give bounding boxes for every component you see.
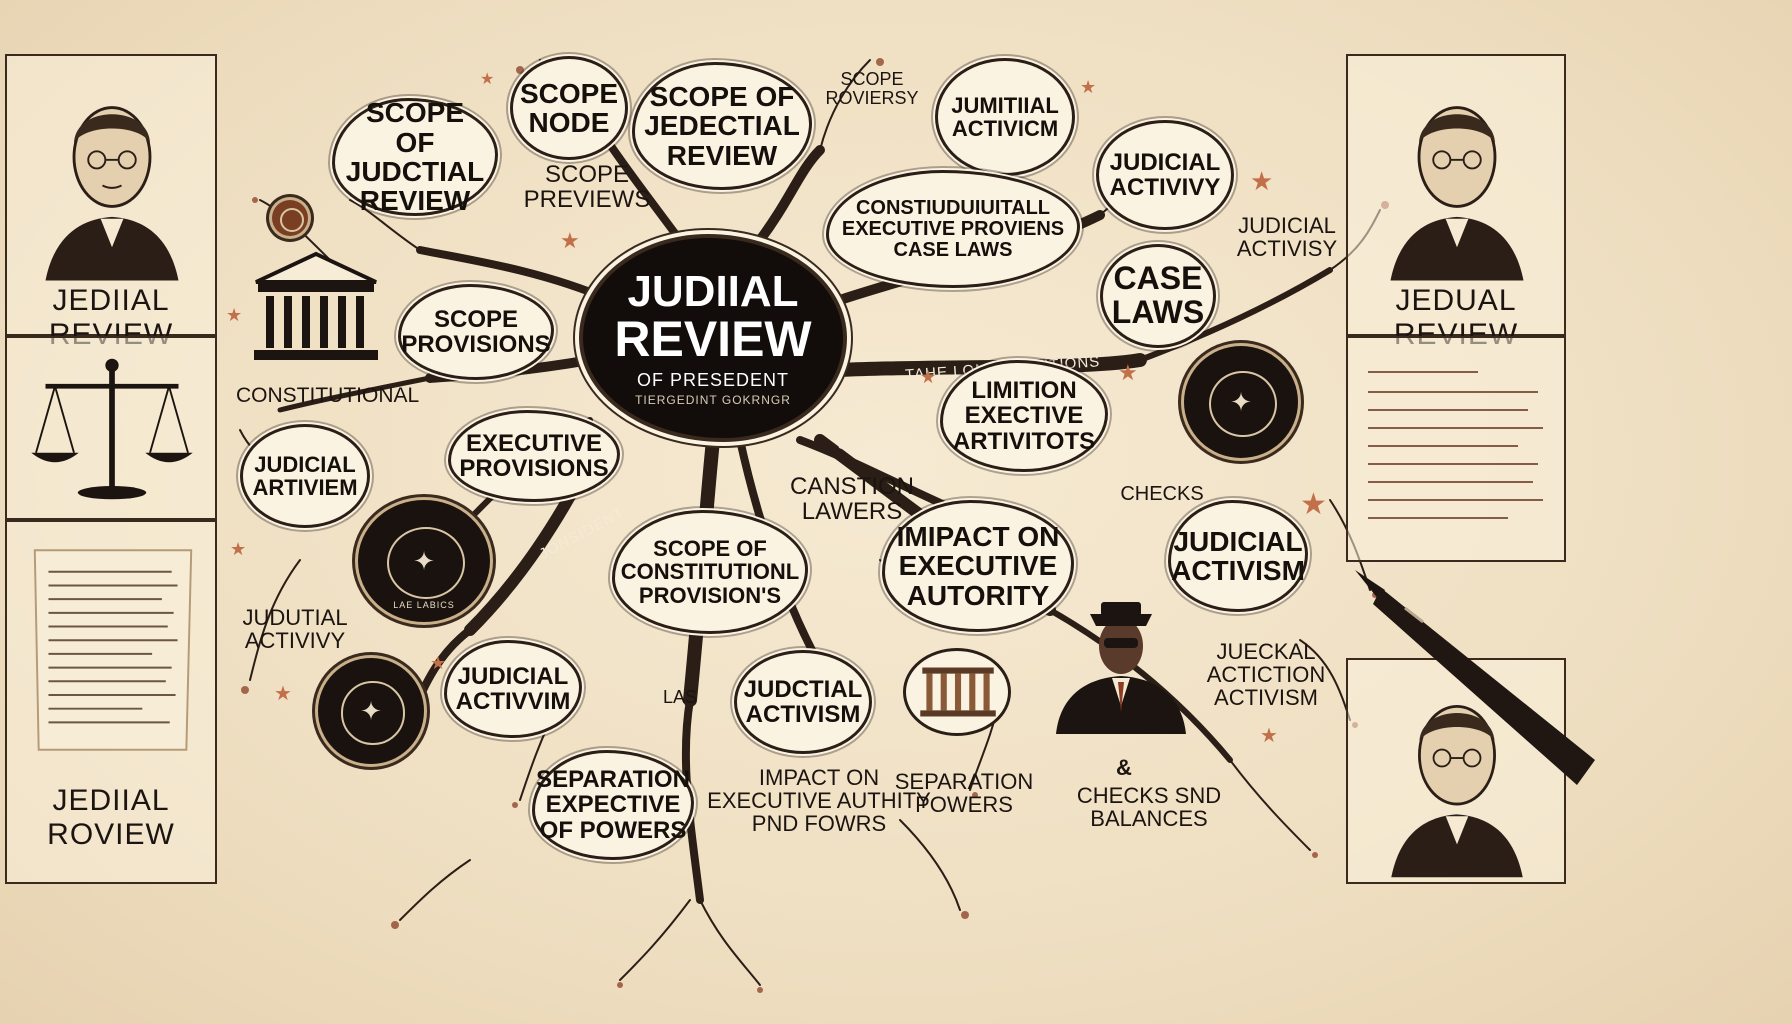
label-constitutional: CONSTITUTIONAL bbox=[236, 384, 420, 407]
node-judicial-activvim[interactable]: JUDICIAL ACTIVVIM bbox=[444, 640, 582, 738]
portrait-engraving bbox=[1391, 704, 1523, 878]
label-checks: CHECKS bbox=[1120, 483, 1204, 505]
node-scope-provisions[interactable]: SCOPE PROVISIONS bbox=[398, 284, 554, 380]
node-judicial-activivy[interactable]: JUDICIAL ACTIVIVY bbox=[1096, 120, 1234, 230]
node-scope-constitutional[interactable]: SCOPE OF CONSTITUTIONL PROVISION'S bbox=[612, 510, 808, 634]
star-icon: ★ bbox=[1080, 77, 1097, 97]
label-judicial-activisy: JUDICIAL ACTIVISY bbox=[1236, 213, 1338, 262]
node-case-laws[interactable]: CASE LAWS bbox=[1100, 244, 1216, 348]
label-las: LAS bbox=[662, 687, 698, 707]
courthouse-icon bbox=[254, 251, 378, 360]
document-scroll-icon bbox=[33, 549, 193, 751]
star-icon: ★ bbox=[274, 683, 292, 705]
label-jueckal-activism: JUECKAL ACTICTION ACTIVISM bbox=[1206, 639, 1326, 711]
node-impact-executive-autority[interactable]: IMIPACT ON EXECUTIVE AUTORITY bbox=[882, 500, 1074, 632]
label-juditial-activivy: JUDUTIAL ACTIVIVY bbox=[242, 605, 348, 654]
label-canstion-lawers: CANSTION LAWERS bbox=[789, 473, 914, 526]
document-text-icon bbox=[1368, 371, 1543, 519]
right-bottom-panel bbox=[1346, 658, 1566, 884]
courthouse-icon bbox=[903, 648, 1011, 736]
scales-of-justice-icon bbox=[31, 358, 193, 500]
node-scope-judctial-review[interactable]: SCOPE OF JUDCTIAL REVIEW bbox=[332, 98, 498, 216]
left-bottom-panel: JEDIIAL ROVIEW bbox=[5, 520, 217, 884]
presidential-seal-icon: ✦ bbox=[318, 658, 424, 764]
label-scope-previews: SCOPE PREVIEWS bbox=[523, 161, 651, 214]
seal-medallion-icon bbox=[272, 200, 308, 236]
right-top-panel: JEDUAL REVIEW bbox=[1346, 54, 1566, 351]
central-subtitle: OF PRESEDENT bbox=[636, 369, 790, 390]
left-middle-panel bbox=[5, 336, 217, 520]
label-checks-balances: CHECKS SND BALANCES bbox=[1076, 783, 1222, 832]
right-middle-panel bbox=[1346, 336, 1566, 562]
star-icon: ★ bbox=[560, 228, 580, 253]
node-judctial-activism[interactable]: JUDCTIAL ACTIVISM bbox=[734, 650, 872, 754]
node-executive-provisions[interactable]: EXECUTIVE PROVISIONS bbox=[448, 410, 620, 502]
judge-figure-icon bbox=[1056, 602, 1186, 734]
node-jumitiial-activicm[interactable]: JUMITIIAL ACTIVICM bbox=[935, 58, 1075, 176]
label-impact-executive-authity: IMPACT ON EXECUTIVE AUTHITY PND FOWRS bbox=[707, 765, 931, 837]
node-scope-node[interactable]: SCOPE NODE bbox=[510, 56, 628, 160]
node-judicial-activism-right[interactable]: JUDICIAL ACTIVISM bbox=[1168, 500, 1308, 612]
presidential-seal-icon: ✦ bbox=[1184, 346, 1298, 458]
portrait-engraving bbox=[1390, 106, 1524, 281]
node-scope-jedectial-review[interactable]: SCOPE OF JEDECTIAL REVIEW bbox=[632, 62, 812, 190]
central-node[interactable]: JUDIIAL REVIEW OF PRESEDENT TIERGEDINT G… bbox=[583, 238, 843, 438]
star-icon: ★ bbox=[480, 71, 495, 88]
central-title-line1: JUDIIAL bbox=[627, 266, 799, 316]
central-subtitle-small: TIERGEDINT GOKRNGR bbox=[635, 392, 791, 407]
node-constitutional-executive[interactable]: CONSTIUDUIUITALL EXECUTIVE PROVIENS CASE… bbox=[826, 170, 1080, 288]
node-judicial-artiviem[interactable]: JUDICIAL ARTIVIEM bbox=[240, 424, 370, 528]
star-icon: ★ bbox=[1118, 360, 1138, 385]
label-scope-roviersy: SCOPE ROVIERSY bbox=[825, 69, 919, 108]
star-icon: ★ bbox=[430, 653, 447, 673]
star-icon: ★ bbox=[230, 539, 247, 559]
star-icon: ★ bbox=[920, 367, 937, 387]
label-ampersand: & bbox=[1116, 755, 1132, 780]
star-icon: ★ bbox=[1260, 725, 1278, 747]
left-bottom-caption: JEDIIAL ROVIEW bbox=[47, 784, 175, 851]
seal-ring-text: LAE LABICS bbox=[393, 599, 455, 610]
fountain-pen-icon bbox=[1355, 570, 1595, 785]
portrait-engraving bbox=[45, 106, 179, 281]
central-title-line2: REVIEW bbox=[614, 310, 812, 367]
presidential-seal-icon: ✦ LAE LABICS bbox=[358, 500, 490, 622]
node-separation-expective[interactable]: SEPARATION EXPECTIVE OF POWERS bbox=[532, 750, 694, 860]
label-separation-powers: SEPARATION POWERS bbox=[894, 769, 1034, 818]
star-icon: ★ bbox=[226, 305, 243, 325]
left-top-panel: JEDIIAL REVIEW bbox=[5, 54, 217, 351]
star-icon: ★ bbox=[1300, 488, 1327, 521]
node-limition-exective[interactable]: LIMITION EXECTIVE ARTIVITOTS bbox=[940, 360, 1108, 472]
star-icon: ★ bbox=[1250, 166, 1274, 196]
